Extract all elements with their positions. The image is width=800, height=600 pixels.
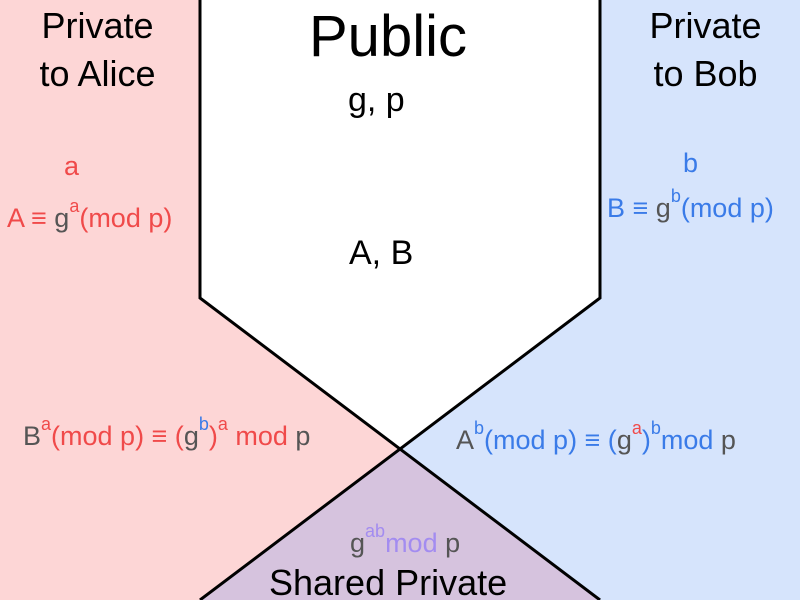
alice-title-line1: Private [41,5,154,46]
public-zone-outline-right [199,0,602,600]
alice-shared-p: p [287,421,311,451]
alice-public-equation: A ≡ ga(mod p) [7,197,173,233]
shared-key-p: p [437,528,461,558]
bob-shared-p: p [713,425,736,455]
bob-shared-exp1: b [474,418,485,438]
bob-shared-exp3: b [650,418,661,438]
alice-shared-mid: (mod p) ≡ ( [51,421,184,451]
alice-shared-base2: g [183,421,199,451]
bob-shared-mod: mod [660,425,714,455]
alice-pub-base: g [54,203,70,233]
bob-pub-exp: b [670,186,681,206]
bob-shared-mid: (mod p) ≡ ( [484,425,617,455]
alice-pub-rest: (mod p) [79,203,173,233]
bob-title-line1: Private [649,5,762,46]
shared-private-zone [200,448,600,600]
bob-shared-exp2: a [631,418,642,438]
shared-key-mod: mod [385,528,438,558]
alice-shared-exp3: a [217,414,228,434]
alice-shared-exp1: a [41,414,52,434]
public-parameters: g, p [348,81,405,119]
alice-secret: a [64,151,80,181]
alice-shared-base1: B [23,421,42,451]
shared-key-base: g [350,528,366,558]
alice-private-zone [0,0,400,600]
alice-pub-exp: a [69,196,80,216]
bob-shared-base1: A [456,425,475,455]
bob-pub-rest: (mod p) [680,193,774,223]
bob-secret: b [683,148,699,178]
bob-pub-lhs: B ≡ [607,193,656,223]
bob-shared-equation: Ab(mod p) ≡ (ga)bmod p [456,419,736,455]
public-zone [200,0,600,448]
bob-shared-close: ) [641,425,651,455]
alice-shared-equation: Ba(mod p) ≡ (gb)a mod p [23,415,311,451]
bob-public-equation: B ≡ gb(mod p) [607,187,774,223]
shared-key-expression: gabmod p [350,522,461,558]
shared-zone-title: Shared Private [269,562,508,600]
bob-pub-base: g [655,193,671,223]
public-exchanged-values: A, B [349,234,414,272]
bob-title-line2: to Bob [653,53,758,94]
bob-zone-title: Private to Bob [628,8,783,92]
alice-pub-lhs: A ≡ [7,203,55,233]
bob-shared-base2: g [616,425,632,455]
alice-title-line2: to Alice [39,53,156,94]
alice-zone-title: Private to Alice [20,8,175,92]
alice-shared-mod: mod [227,421,288,451]
public-zone-outline [198,0,601,600]
alice-shared-exp2: b [198,414,209,434]
bob-private-zone [400,0,800,600]
public-zone-title: Public [309,4,467,69]
shared-key-exp: ab [365,521,386,541]
alice-shared-close: ) [208,421,218,451]
